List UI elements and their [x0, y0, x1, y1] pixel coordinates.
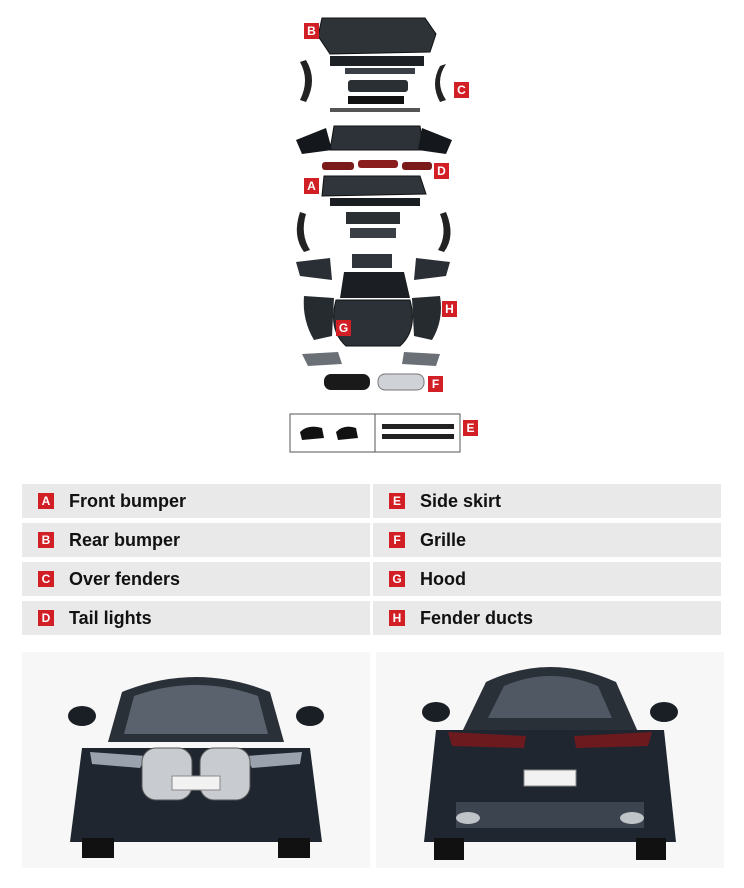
- legend-label: Front bumper: [69, 490, 186, 511]
- grille-black: [324, 374, 370, 390]
- car-front-photo: [22, 652, 370, 868]
- legend-badge: H: [389, 610, 405, 626]
- front-over-fender-right: [438, 212, 451, 252]
- side-skirt-part-1: [382, 424, 454, 429]
- legend-item: G Hood: [373, 562, 724, 596]
- fender-duct-right: [412, 296, 441, 340]
- legend-item: E Side skirt: [373, 484, 724, 518]
- front-over-fender-left: [296, 212, 310, 252]
- legend-item: A Front bumper: [22, 484, 373, 518]
- badge-f: F: [428, 376, 443, 392]
- tail-light-left: [322, 162, 354, 170]
- legend-label: Fender ducts: [420, 607, 534, 628]
- hood-main-part: [333, 299, 413, 347]
- rear-fender-right: [418, 128, 452, 154]
- mirror-left: [300, 426, 324, 440]
- badge-h: H: [442, 301, 457, 317]
- tail-light-center: [358, 160, 398, 168]
- front-fender-right: [414, 258, 450, 280]
- badge-d: D: [434, 163, 449, 179]
- tail-light-right: [402, 162, 432, 170]
- legend-badge: E: [389, 493, 405, 509]
- trunk-lid-part: [329, 125, 425, 151]
- legend-label: Rear bumper: [69, 529, 181, 550]
- legend-label: Side skirt: [420, 490, 502, 511]
- legend-badge: B: [38, 532, 54, 548]
- rear-diffuser-part: [330, 56, 424, 66]
- legend-badge: A: [38, 493, 54, 509]
- car-rear-photo: [376, 652, 724, 868]
- rear-fender-left: [296, 128, 332, 154]
- rear-bumper-part: [317, 17, 437, 55]
- front-inner-parts: [352, 254, 392, 268]
- headlight-left: [302, 352, 342, 366]
- legend-item: D Tail lights: [22, 601, 373, 635]
- legend-item: B Rear bumper: [22, 523, 373, 557]
- front-lower-grille: [350, 228, 396, 238]
- legend-item: F Grille: [373, 523, 724, 557]
- rear-over-fender-left: [300, 60, 312, 102]
- rear-brackets: [330, 108, 420, 112]
- front-bumper-grille-insert: [346, 212, 400, 224]
- badge-b: B: [304, 23, 319, 39]
- front-bumper-lower: [330, 198, 420, 206]
- legend-label: Hood: [420, 568, 466, 589]
- rear-bumper-lower: [348, 80, 408, 92]
- badge-e: E: [463, 420, 478, 436]
- rear-bumper-trim: [348, 96, 404, 104]
- legend-badge: F: [389, 532, 405, 548]
- legend-label: Tail lights: [69, 607, 152, 628]
- legend-item: C Over fenders: [22, 562, 373, 596]
- legend-label: Grille: [420, 529, 467, 550]
- parts-legend: A Front bumper E Side skirt B Rear bumper F…: [22, 484, 724, 635]
- legend-badge: G: [389, 571, 405, 587]
- badge-a: A: [304, 178, 319, 194]
- headlight-right: [402, 352, 440, 366]
- legend-badge: D: [38, 610, 54, 626]
- mirror-right: [336, 426, 358, 440]
- legend-item: H Fender ducts: [373, 601, 724, 635]
- rear-over-fender-right: [435, 64, 446, 102]
- badge-c: C: [454, 82, 469, 98]
- grille-chrome: [377, 373, 425, 391]
- front-fender-left: [296, 258, 332, 280]
- badge-g: G: [336, 320, 351, 336]
- side-skirt-part-2: [382, 434, 454, 439]
- legend-badge: C: [38, 571, 54, 587]
- hood-part: [340, 272, 410, 298]
- legend-label: Over fenders: [69, 568, 181, 589]
- front-bumper-part: [321, 175, 427, 197]
- fender-duct-left: [303, 296, 334, 340]
- body-kit-exploded-view: [289, 17, 461, 453]
- rear-lip-part: [345, 68, 415, 74]
